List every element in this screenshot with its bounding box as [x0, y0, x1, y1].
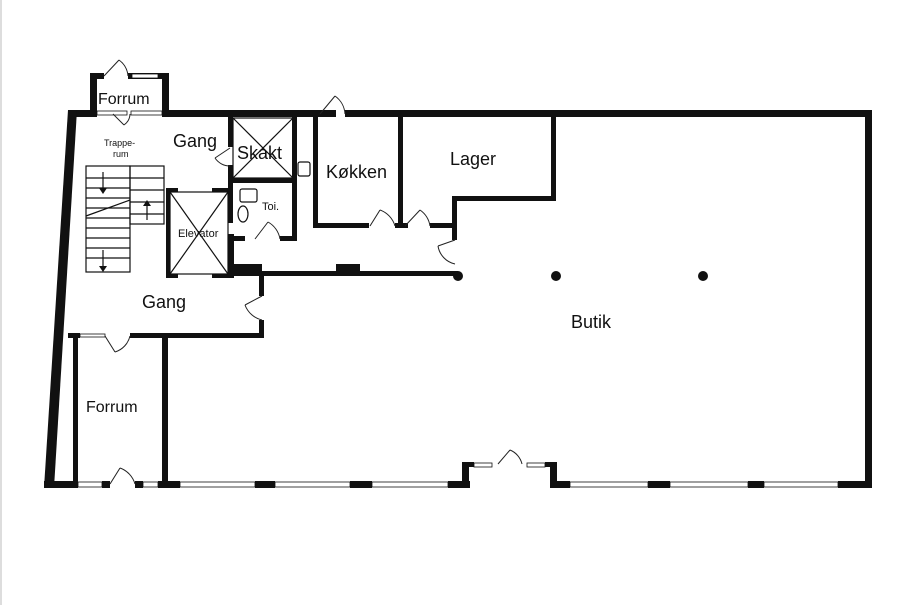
forrum-top-walls — [90, 73, 169, 117]
room-label-gang-top: Gang — [173, 131, 217, 151]
staircase — [85, 165, 165, 273]
room-label-skakt: Skakt — [237, 143, 282, 163]
room-label-gang-main: Gang — [142, 292, 186, 312]
gang-window — [79, 333, 106, 338]
elevator-shaft — [169, 191, 229, 275]
room-label-lager: Lager — [450, 149, 496, 169]
outer-walls — [44, 110, 872, 488]
room-label-butik: Butik — [571, 312, 612, 332]
toilet-fixtures — [237, 161, 311, 223]
columns — [453, 271, 708, 281]
interior-walls — [68, 117, 556, 484]
room-label-elevator: Elevator — [178, 228, 219, 240]
room-label-forrum-bottom: Forrum — [86, 399, 138, 416]
door-forrum-top — [103, 59, 131, 126]
room-label-forrum-top: Forrum — [98, 91, 150, 108]
bottom-windows — [77, 462, 839, 488]
room-label-trapperum: Trappe- rum — [104, 138, 138, 159]
doors — [104, 95, 523, 485]
room-label-kokken: Køkken — [326, 162, 387, 182]
room-label-toilet: Toi. — [262, 201, 279, 213]
